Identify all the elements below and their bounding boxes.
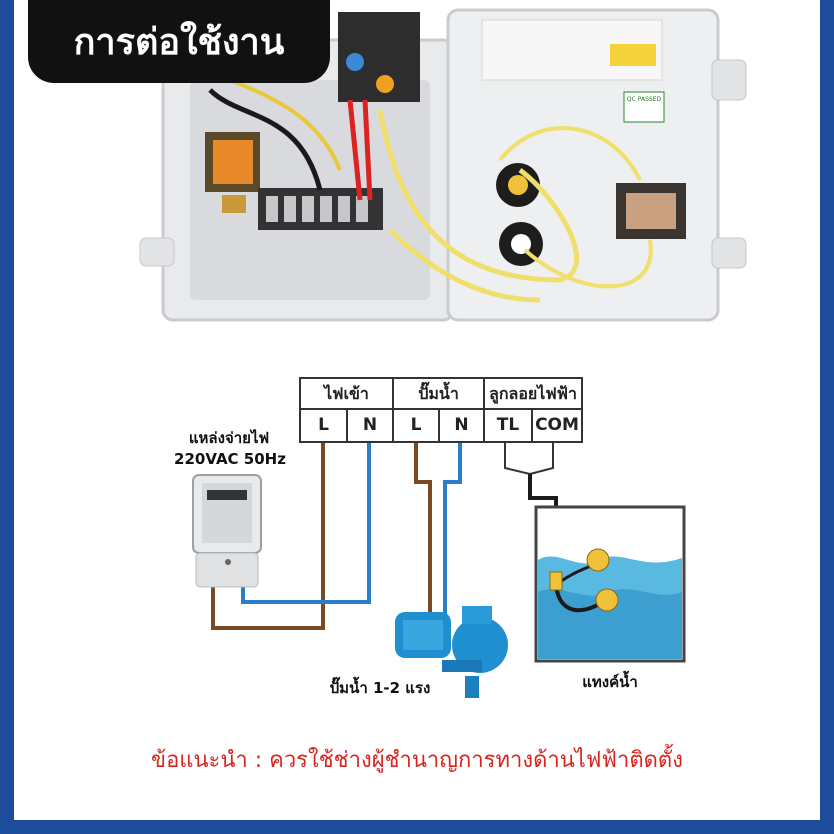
terminal-power-l: L: [301, 410, 348, 441]
power-source-spec: 220VAC 50Hz: [174, 450, 286, 468]
qc-passed-label: QC PASSED: [627, 96, 662, 103]
neutral-wire-in: [241, 440, 371, 604]
wiring-diagram: [192, 440, 686, 698]
control-box-photo: QC PASSED: [139, 8, 747, 322]
terminal-divider: [301, 408, 581, 410]
page-title: การต่อใช้งาน: [28, 0, 330, 83]
live-wire-in: [211, 440, 325, 630]
terminal-float-tl: TL: [485, 410, 533, 441]
float-wire-com: [529, 440, 554, 475]
electric-meter: [192, 474, 262, 588]
float-ball-lower: [595, 588, 619, 612]
terminal-float-com: COM: [535, 415, 579, 435]
float-wire-tl: [504, 440, 531, 475]
advice-text: ข้อแนะนำ : ควรใช้ช่างผู้ชำนาญการทางด้านไ…: [151, 748, 683, 773]
power-source-label: แหล่งจ่ายไฟ: [188, 429, 270, 447]
group-float-switch: ลูกลอยไฟฟ้า: [489, 384, 577, 403]
terminal-block-diagram: ไฟเข้า ปั๊มน้ำ ลูกลอยไฟฟ้า L N L N TL CO…: [299, 377, 583, 443]
water-pump: [395, 606, 508, 698]
terminal-pump-l: L: [394, 410, 440, 441]
pump-live-wire: [414, 440, 432, 622]
group-power-in: ไฟเข้า: [301, 379, 394, 408]
float-weight: [549, 571, 563, 591]
pump-label: ปั๊มน้ำ 1-2 แรง: [329, 679, 431, 697]
terminal-pump-n: N: [440, 410, 485, 441]
pump-neutral-wire: [443, 440, 462, 622]
water-tank: [534, 505, 686, 663]
float-ball-upper: [586, 548, 610, 572]
terminal-power-n: N: [348, 410, 394, 441]
tank-label: แทงค์น้ำ: [582, 673, 638, 691]
group-pump: ปั๊มน้ำ: [394, 379, 485, 408]
